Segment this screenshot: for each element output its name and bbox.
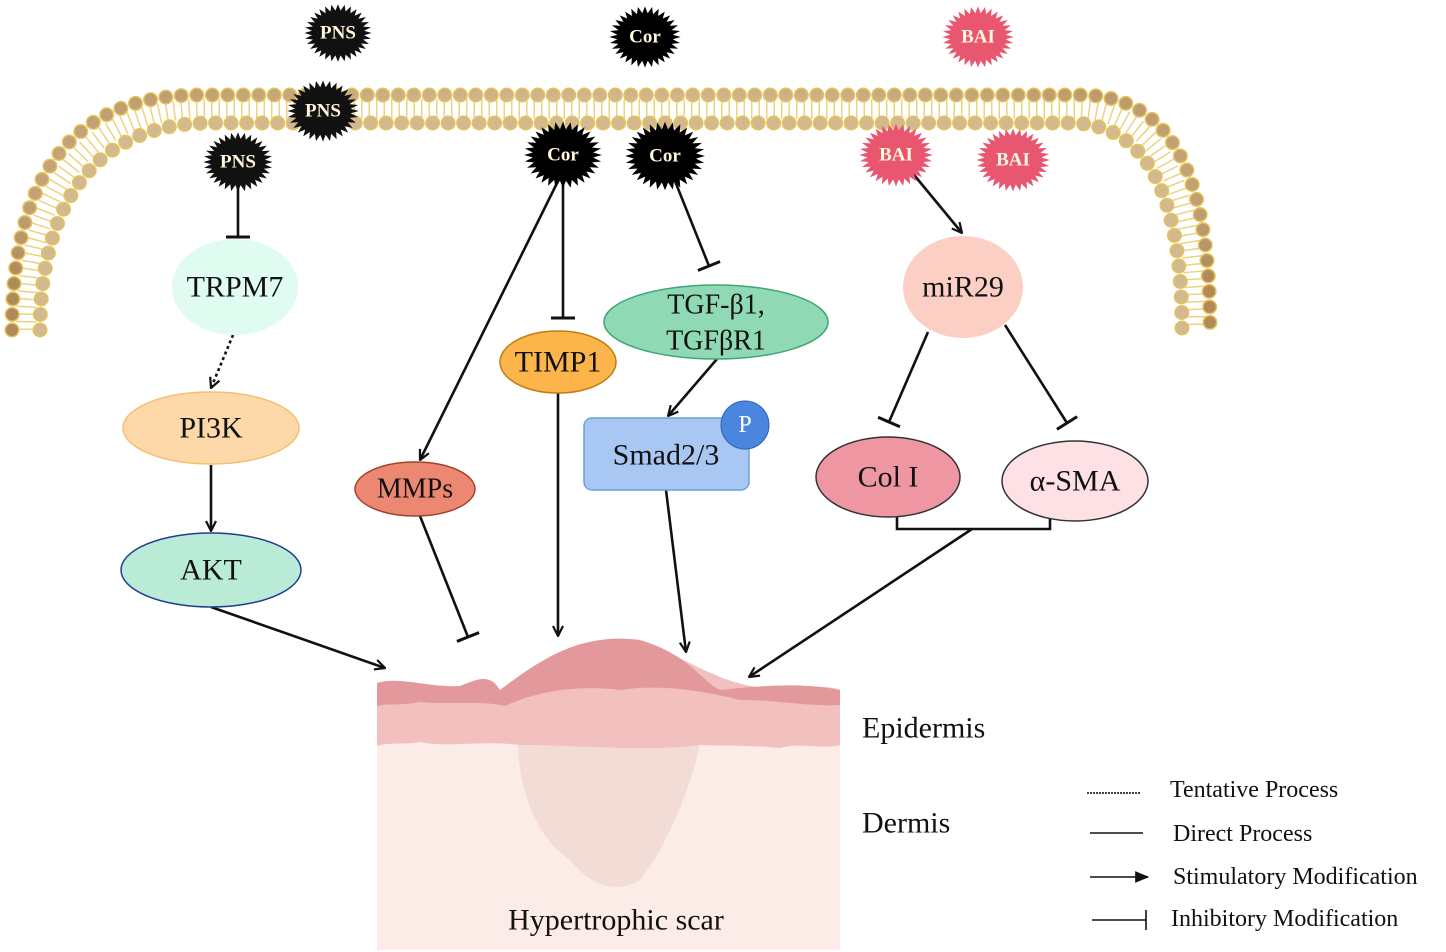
skin-section: Hypertrophic scar xyxy=(377,638,840,950)
pns-starburst-shape xyxy=(304,4,372,62)
epidermis-label: Epidermis xyxy=(862,712,985,745)
col1-label: Col I xyxy=(858,461,919,494)
mir29-label: miR29 xyxy=(922,271,1004,304)
pathway-edges xyxy=(210,169,1078,677)
mmps-inhibits-scar xyxy=(418,515,480,643)
mir29-inhibits-asma xyxy=(1003,324,1078,431)
node-trpm7: TRPM7 xyxy=(172,239,298,335)
node-col1: Col I xyxy=(815,436,961,518)
pns-starburst-shape xyxy=(287,80,359,142)
cor-agent-starburst: Cor xyxy=(625,121,705,191)
scar-core xyxy=(518,745,700,887)
cor-starburst-shape xyxy=(524,121,602,189)
phosphate-badge xyxy=(720,400,770,450)
smad-to-scar xyxy=(664,489,686,652)
node-timp1: TIMP1 xyxy=(499,330,617,394)
collagen-to-scar xyxy=(749,527,973,677)
node-pi3k: PI3K xyxy=(122,391,300,465)
membrane-outer-leaflet-beads xyxy=(6,89,1216,336)
asma-label: α-SMA xyxy=(1030,465,1121,498)
node-smad: Smad2/3 P xyxy=(583,400,770,491)
timp1-label: TIMP1 xyxy=(515,346,602,379)
cor-to-mmps xyxy=(418,174,563,460)
bai-starburst-shape xyxy=(859,123,933,187)
bai-to-mir29 xyxy=(908,169,962,233)
pi3k-label: PI3K xyxy=(179,412,243,445)
legend-tentative-label: Tentative Process xyxy=(1170,777,1338,803)
cor-starburst-shape xyxy=(625,121,705,191)
cor-inhibits-tgf xyxy=(671,175,721,272)
smad-label: Smad2/3 xyxy=(613,439,720,472)
akt-to-scar xyxy=(210,605,385,668)
bai-agent-starburst: BAI xyxy=(976,128,1050,192)
cell-membrane xyxy=(4,87,1218,338)
pns-agent-starburst: PNS xyxy=(287,80,359,142)
cor-agent-label: Cor xyxy=(629,27,661,48)
dermis-label: Dermis xyxy=(862,807,950,840)
membrane-inner-leaflet-beads xyxy=(34,117,1188,336)
cor-agent-starburst: Cor xyxy=(524,121,602,189)
pns-agent-label: PNS xyxy=(220,152,256,173)
bai-agent-label: BAI xyxy=(996,150,1030,171)
cor-agent-label: Cor xyxy=(649,146,681,167)
legend-direct-label: Direct Process xyxy=(1173,821,1312,847)
pns-agent-starburst: PNS xyxy=(203,132,273,192)
node-mir29: miR29 xyxy=(903,236,1023,338)
tgf-to-smad xyxy=(668,358,718,416)
stratum-corneum xyxy=(377,638,840,706)
bai-agent-label: BAI xyxy=(961,27,995,48)
bai-starburst-shape xyxy=(942,6,1014,68)
tgf-label-line2: TGFβR1 xyxy=(666,326,766,357)
mmps-label: MMPs xyxy=(377,474,453,505)
col-asma-bracket xyxy=(895,515,1052,531)
phosphate-label: P xyxy=(738,412,751,438)
cor-agent-label: Cor xyxy=(547,145,579,166)
pns-agent-label: PNS xyxy=(305,101,341,122)
bai-starburst-shape xyxy=(976,128,1050,192)
trpm7-tentative-pi3k xyxy=(211,334,235,388)
node-akt: AKT xyxy=(120,532,302,608)
pns-agent-label: PNS xyxy=(320,23,356,44)
tgf-label-line1: TGF-β1, xyxy=(667,290,764,321)
bai-agent-starburst: BAI xyxy=(859,123,933,187)
cor-starburst-shape xyxy=(609,6,681,68)
node-asma: α-SMA xyxy=(1001,440,1149,522)
pns-starburst-shape xyxy=(203,132,273,192)
akt-label: AKT xyxy=(180,554,242,587)
bai-agent-label: BAI xyxy=(879,145,913,166)
cor-agent-starburst: Cor xyxy=(609,6,681,68)
epidermis-layer xyxy=(377,647,840,749)
membrane-tails xyxy=(16,99,1206,331)
node-tgf: TGF-β1, TGFβR1 xyxy=(603,284,829,360)
scar-label: Hypertrophic scar xyxy=(508,904,724,937)
legend: Tentative Process Direct Process Stimula… xyxy=(1087,777,1418,932)
legend-inhibitory-label: Inhibitory Modification xyxy=(1171,906,1398,932)
trpm7-label: TRPM7 xyxy=(187,271,284,304)
pns-agent-starburst: PNS xyxy=(304,4,372,62)
bai-agent-starburst: BAI xyxy=(942,6,1014,68)
legend-stimulatory-label: Stimulatory Modification xyxy=(1173,864,1418,890)
mir29-inhibits-col1 xyxy=(877,331,930,429)
node-mmps: MMPs xyxy=(354,461,476,517)
